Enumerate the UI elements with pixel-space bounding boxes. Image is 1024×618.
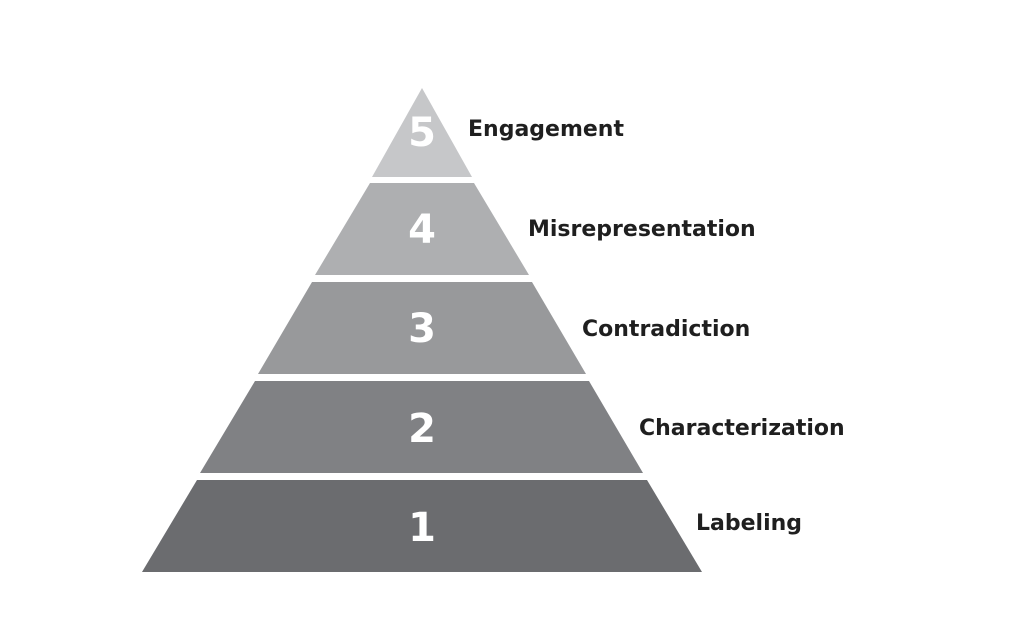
tier-3-number: 3 xyxy=(408,306,436,352)
tier-2-number: 2 xyxy=(408,406,436,452)
tier-4-label: Misrepresentation xyxy=(528,217,756,242)
tier-1-label: Labeling xyxy=(696,511,802,536)
tier-4: 4 Misrepresentation xyxy=(315,183,756,275)
tier-2: 2 Characterization xyxy=(200,381,845,473)
tier-5: 5 Engagement xyxy=(372,88,624,177)
tier-1-number: 1 xyxy=(408,505,436,551)
tier-3-label: Contradiction xyxy=(582,317,750,342)
tier-3: 3 Contradiction xyxy=(258,282,750,374)
tier-2-shape xyxy=(200,381,643,473)
tier-5-label: Engagement xyxy=(468,117,624,142)
tier-3-shape xyxy=(258,282,586,374)
tier-1-shape xyxy=(142,480,702,572)
tier-2-label: Characterization xyxy=(639,416,845,441)
tier-5-shape xyxy=(372,88,472,177)
tier-4-shape xyxy=(315,183,529,275)
tier-5-number: 5 xyxy=(408,110,436,156)
tier-4-number: 4 xyxy=(408,207,436,253)
tier-1: 1 Labeling xyxy=(142,480,802,572)
